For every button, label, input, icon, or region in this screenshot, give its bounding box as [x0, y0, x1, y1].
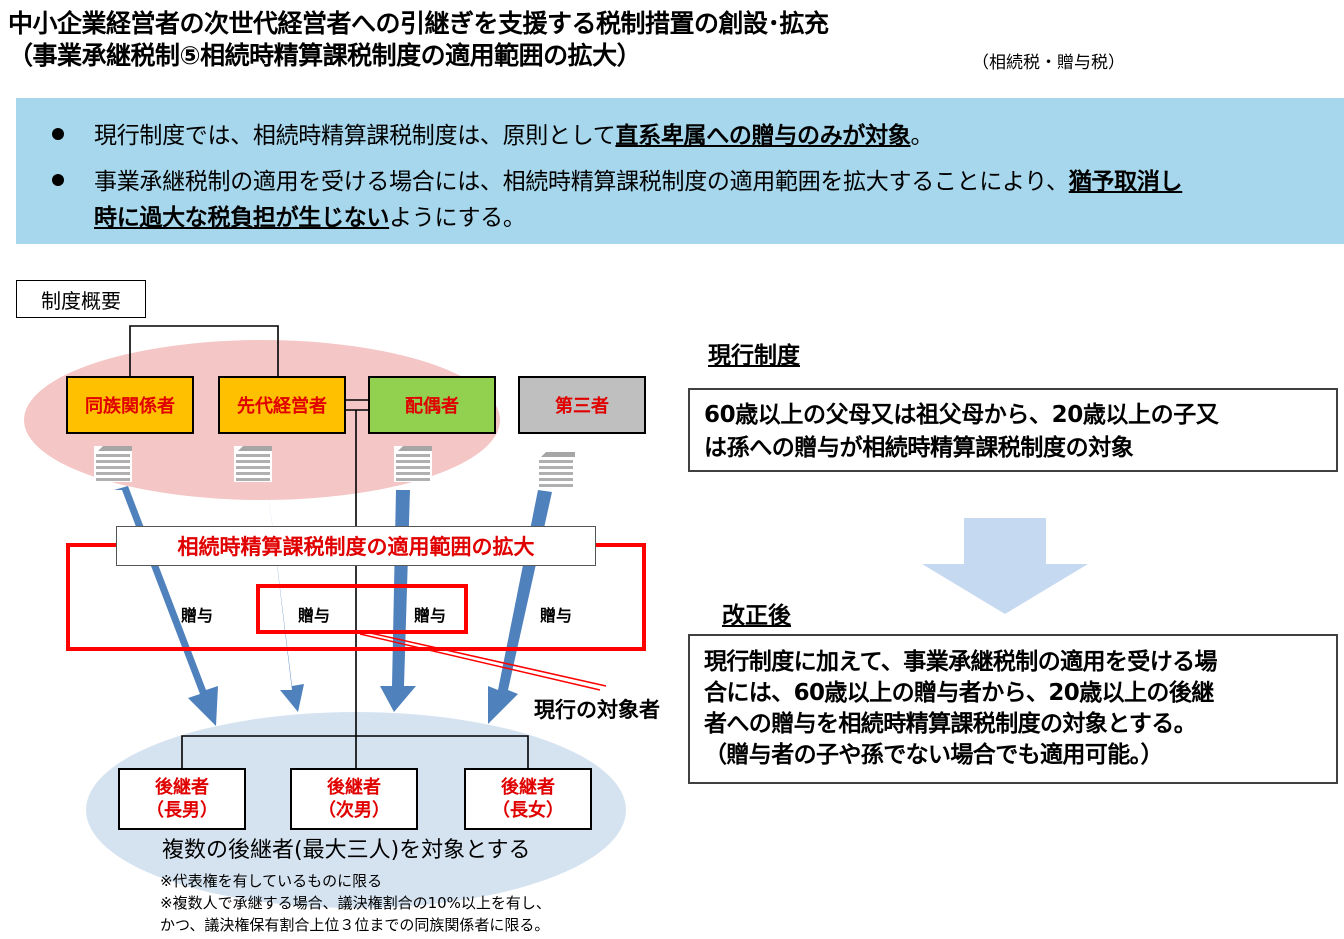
successor-2-relation: （次男） [318, 800, 390, 821]
bullet1-text: 現行制度では、相続時精算課税制度は、原則として [94, 123, 616, 149]
page-title-line1: 中小企業経営者の次世代経営者への引継ぎを支援する税制措置の創設･拡充 [8, 9, 829, 38]
successor-3-relation: （長女） [492, 800, 564, 821]
successor-branch-line [181, 735, 529, 768]
bullet2-emphasis-a: 猶予取消し [1068, 169, 1183, 195]
current-target-label: 現行の対象者 [534, 698, 660, 722]
overview-label: 制度概要 [16, 280, 146, 318]
revised-line-4: （贈与者の子や孫でない場合でも適用可能。） [704, 742, 1164, 768]
revised-line-1: 現行制度に加えて、事業承継税制の適用を受ける場 [704, 649, 1218, 675]
revised-line-2: 合には、60歳以上の贈与者から、20歳以上の後継 [704, 680, 1214, 706]
revised-line-3: 者への贈与を相続時精算課税制度の対象とする。 [704, 711, 1197, 737]
successor-box-second-son: 後継者 （次男） [290, 768, 418, 830]
bullet-dot-2 [52, 174, 64, 186]
successor-1-relation: （長男） [146, 800, 218, 821]
multiple-successors-label: 複数の後継者(最大三人)を対象とする [162, 838, 531, 863]
giver-predecessor-box: 先代経営者 [218, 376, 346, 434]
callout-line-2 [365, 631, 607, 687]
gift-label-3: 贈与 [414, 606, 447, 625]
note-line-2: ※複数人で承継する場合、議決権割合の10%以上を有し、 [160, 894, 551, 912]
expansion-label: 相続時精算課税制度の適用範囲の拡大 [116, 526, 596, 566]
revised-system-heading: 改正後 [722, 603, 791, 629]
bullet2-text: 事業承継税制の適用を受ける場合には、相続時精算課税制度の適用範囲を拡大することに… [94, 169, 1069, 195]
current-target-frame [256, 584, 468, 634]
callout-line-1 [359, 633, 601, 691]
summary-bullet-2-line2: 時に過大な税負担が生じないようにする。 [94, 198, 526, 232]
bullet1-end: 。 [910, 123, 934, 149]
summary-bullet-1: 現行制度では、相続時精算課税制度は、原則として直系卑属への贈与のみが対象。 [94, 116, 934, 150]
current-system-heading: 現行制度 [708, 343, 800, 369]
page-title-line2: （事業承継税制⑤相続時精算課税制度の適用範囲の拡大） [8, 41, 642, 70]
gift-label-1: 贈与 [181, 606, 214, 625]
bullet-dot-1 [52, 128, 64, 140]
current-line-1: 60歳以上の父母又は祖父母から、20歳以上の子又 [704, 402, 1219, 428]
document-icon-4 [537, 452, 575, 488]
successor-box-eldest-daughter: 後継者 （長女） [464, 768, 592, 830]
successor-3-title: 後継者 [501, 777, 555, 798]
gift-arrow-1 [114, 486, 218, 726]
down-arrow-icon [922, 518, 1088, 614]
gift-arrow-2 [254, 490, 304, 712]
bullet1-emphasis: 直系卑属への贈与のみが対象 [615, 123, 911, 149]
gift-label-4: 贈与 [540, 606, 573, 625]
document-icon-3 [394, 446, 432, 482]
note-line-1: ※代表権を有しているものに限る [160, 872, 383, 890]
successor-1-title: 後継者 [155, 777, 209, 798]
bullet2-end: ようにする。 [389, 205, 526, 231]
bullet2-emphasis-b: 時に過大な税負担が生じない [94, 205, 390, 231]
family-link-line [129, 325, 279, 378]
summary-box: 現行制度では、相続時精算課税制度は、原則として直系卑属への贈与のみが対象。 事業… [16, 98, 1344, 244]
note-line-3: かつ、議決権保有割合上位３位までの同族関係者に限る。 [160, 916, 550, 934]
giver-spouse-box: 配偶者 [368, 376, 496, 434]
giver-relatives-box: 同族関係者 [66, 376, 194, 434]
current-system-box: 60歳以上の父母又は祖父母から、20歳以上の子又 は孫への贈与が相続時精算課税制… [688, 388, 1338, 472]
document-icon-2 [234, 446, 272, 482]
successor-box-eldest-son: 後継者 （長男） [118, 768, 246, 830]
revised-system-box: 現行制度に加えて、事業承継税制の適用を受ける場 合には、60歳以上の贈与者から、… [688, 634, 1338, 784]
document-icon-1 [94, 446, 132, 482]
summary-bullet-2-line1: 事業承継税制の適用を受ける場合には、相続時精算課税制度の適用範囲を拡大することに… [94, 162, 1183, 196]
current-line-2: は孫への贈与が相続時精算課税制度の対象 [704, 435, 1134, 461]
tax-type-note: （相続税・贈与税） [972, 53, 1125, 73]
gift-label-2: 贈与 [298, 606, 331, 625]
giver-third-party-box: 第三者 [518, 376, 646, 434]
successor-2-title: 後継者 [327, 777, 381, 798]
